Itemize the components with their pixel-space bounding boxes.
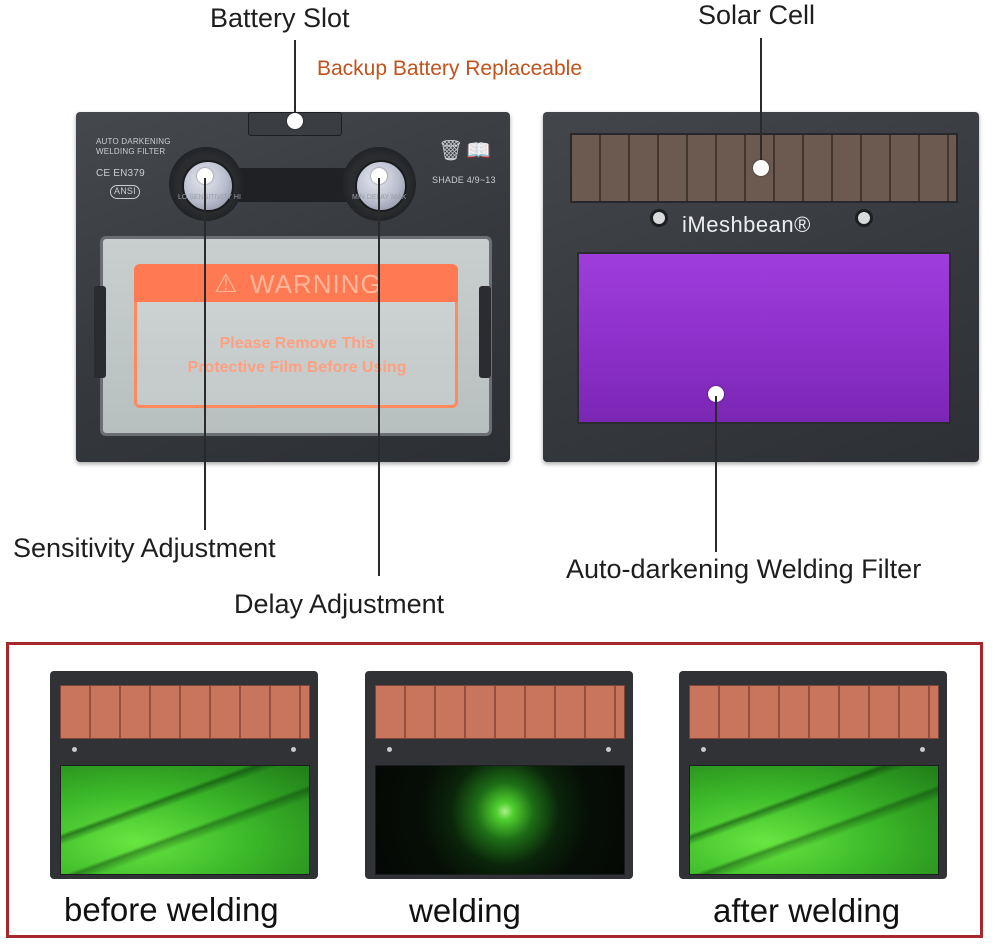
state-before-card [50, 671, 318, 879]
state-welding-caption: welding [409, 892, 521, 929]
solar-cell-leader [760, 38, 762, 164]
sensitivity-scale-label: LO SENSITIVITY HI [178, 194, 241, 201]
filter-label-line1: AUTO DARKENING [96, 137, 171, 146]
warning-body-line1: Please Remove This [219, 335, 375, 352]
state-before-solar [60, 685, 310, 739]
filter-callout: Auto-darkening Welding Filter [566, 554, 922, 584]
manual-book-icon: 📖 [466, 140, 491, 162]
solar-cell-callout: Solar Cell [698, 0, 816, 30]
warning-body: Please Remove This Protective Film Befor… [138, 332, 456, 380]
state-welding-sensor-right [606, 747, 611, 752]
state-before-view [60, 765, 310, 875]
sensor-right [855, 209, 873, 227]
backup-battery-note: Backup Battery Replaceable [317, 57, 582, 80]
shade-range-label: SHADE 4/9~13 [432, 175, 496, 185]
state-welding-view [375, 765, 625, 875]
warning-triangle-icon: ⚠ [214, 268, 238, 298]
recycle-bin-icon: 🗑 [438, 140, 464, 162]
window-clip-right [479, 286, 491, 378]
state-welding-sensor-left [387, 747, 392, 752]
sensor-left [650, 209, 668, 227]
delay-leader [378, 178, 380, 576]
solar-cell-dot [753, 160, 769, 176]
knob-connector-bar [225, 168, 365, 202]
sensitivity-knob[interactable] [169, 147, 243, 221]
ansi-badge: ANSI [110, 185, 140, 199]
state-after-view [689, 765, 939, 875]
state-before-caption: before welding [64, 891, 279, 928]
state-after-caption: after welding [713, 892, 901, 929]
warning-sticker-header [134, 264, 458, 302]
warning-title: WARNING [250, 269, 382, 299]
warning-body-line2: Protective Film Before Using [187, 359, 407, 376]
battery-slot-dot [287, 113, 303, 129]
delay-dot [371, 168, 387, 184]
state-after-sensor-right [920, 747, 925, 752]
sensitivity-callout: Sensitivity Adjustment [13, 533, 276, 563]
state-welding-card [365, 671, 633, 879]
state-before-sensor-right [291, 747, 296, 752]
brand-label: iMeshbean® [682, 212, 811, 237]
ce-cert-label: CE EN379 [96, 168, 145, 179]
auto-darkening-lens [577, 252, 951, 424]
window-clip-left [94, 286, 106, 378]
sensitivity-dot [197, 168, 213, 184]
battery-slot-leader [294, 40, 296, 118]
sensitivity-leader [204, 178, 206, 530]
filter-leader [715, 396, 717, 552]
filter-label-line2: WELDING FILTER [96, 147, 166, 156]
state-welding-solar [375, 685, 625, 739]
battery-slot-callout: Battery Slot [210, 3, 350, 33]
state-after-sensor-left [701, 747, 706, 752]
delay-callout: Delay Adjustment [234, 589, 445, 619]
filter-dot [708, 386, 724, 402]
state-before-sensor-left [72, 747, 77, 752]
state-after-solar [689, 685, 939, 739]
state-after-card [679, 671, 947, 879]
